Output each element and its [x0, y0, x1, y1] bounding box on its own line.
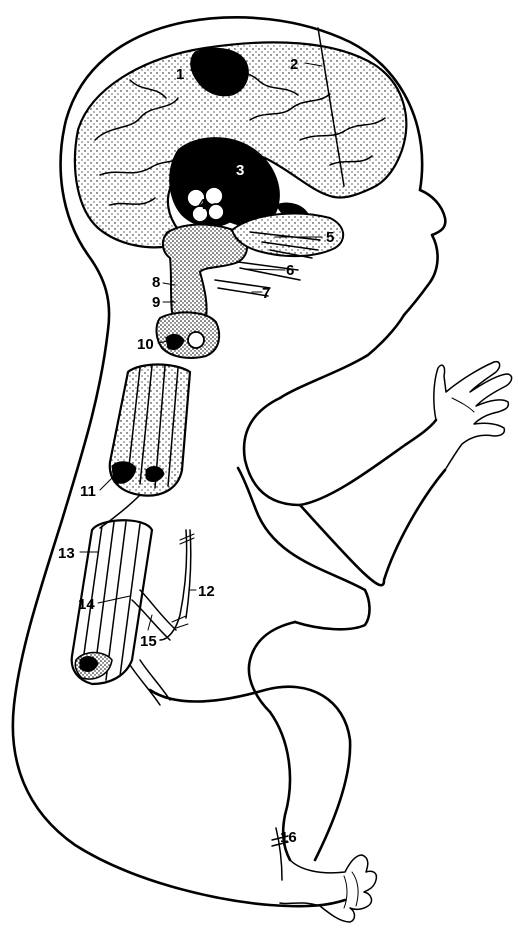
- hand-crease: [452, 398, 474, 412]
- label-5: 5: [326, 229, 334, 246]
- label-2: 2: [290, 56, 298, 73]
- label-16: 16: [280, 829, 297, 846]
- toe-lines: [344, 872, 358, 908]
- label-10: 10: [137, 336, 154, 353]
- label-7: 7: [262, 285, 270, 302]
- arm-lower: [238, 468, 370, 629]
- spinal-cord-upper: [110, 365, 190, 496]
- foot: [280, 855, 376, 922]
- brainstem: [163, 225, 247, 322]
- label-3: 3: [236, 162, 244, 179]
- face-profile: [404, 190, 445, 315]
- label-6: 6: [286, 262, 294, 279]
- label-9: 9: [152, 294, 160, 311]
- label-4: 4: [198, 196, 207, 213]
- label-1: 1: [176, 66, 184, 83]
- leg-thigh-top: [150, 687, 350, 860]
- neck-front: [280, 315, 404, 398]
- forearm: [300, 470, 445, 585]
- nerve-12-peripheral: [160, 530, 191, 640]
- label-12: 12: [198, 583, 215, 600]
- area-10-medulla-section: [156, 312, 219, 358]
- brain: [75, 28, 406, 358]
- label-13: 13: [58, 545, 75, 562]
- label-15: 15: [140, 633, 157, 650]
- label-11: 11: [80, 483, 96, 500]
- belly-contour: [249, 622, 295, 712]
- label-8: 8: [152, 274, 160, 291]
- label-14: 14: [78, 596, 95, 613]
- lower-nerves-to-leg: [130, 660, 170, 705]
- arm-upper: [244, 398, 436, 505]
- hand: [434, 362, 512, 470]
